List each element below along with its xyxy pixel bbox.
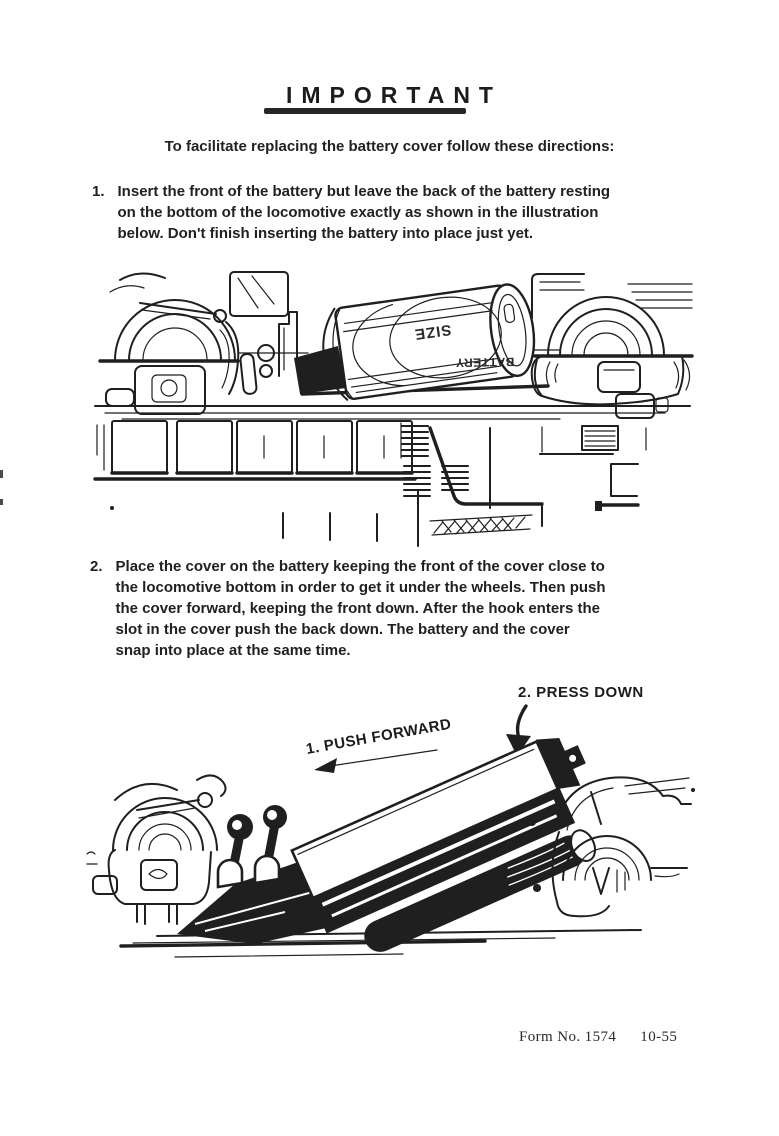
right-truck-drawing-2 (551, 776, 695, 918)
cover-front-ramp-drawing (177, 805, 353, 944)
push-forward-arrowhead-icon (314, 758, 337, 773)
title-underline (264, 108, 466, 114)
rivet-dot (533, 884, 541, 892)
footer: Form No. 1574 10-55 (519, 1029, 677, 1046)
press-down-arrow-icon (515, 704, 528, 740)
figure-cover-placement: 2. PRESS DOWN 1. PUSH FORWARD (86, 684, 695, 958)
step-number-1: 1. (92, 183, 105, 200)
step-text-2: Place the cover on the battery keeping t… (115, 558, 606, 659)
figure-battery-insertion: SIZE BATTERY (93, 271, 694, 547)
press-down-label: 2. PRESS DOWN (518, 684, 644, 701)
date-code: 10-55 (640, 1029, 678, 1045)
page-title: IMPORTANT (285, 82, 502, 108)
battery-bracket-drawing (237, 311, 346, 395)
intro-text: To facilitate replacing the battery cove… (164, 138, 615, 155)
left-truck-drawing-2 (86, 774, 227, 925)
step-item-2: 2. Place the cover on the battery keepin… (90, 556, 730, 661)
motion-lines (119, 929, 642, 958)
battery-drawing: SIZE BATTERY (322, 283, 536, 401)
press-down-annotation: 2. PRESS DOWN (506, 684, 644, 756)
right-truck-drawing (530, 273, 694, 419)
battery-label-size: SIZE (413, 321, 452, 343)
push-forward-arrow-icon (329, 749, 438, 767)
rivet-dot (528, 818, 536, 826)
step-item-1: 1. Insert the front of the battery but l… (92, 181, 732, 244)
scan-artifact (0, 499, 3, 505)
battery-cover-drawing (290, 738, 597, 952)
form-number: Form No. 1574 (519, 1029, 617, 1045)
locomotive-body-side-drawing (93, 405, 691, 547)
step-number-2: 2. (90, 558, 103, 575)
left-truck-drawing (98, 271, 289, 415)
battery-label-battery: BATTERY (455, 355, 514, 370)
press-down-arrowhead-icon (506, 734, 531, 756)
step-text-1: Insert the front of the battery but leav… (117, 183, 611, 242)
push-forward-annotation: 1. PUSH FORWARD (305, 716, 453, 773)
push-forward-label: 1. PUSH FORWARD (305, 716, 453, 758)
scan-artifact (0, 470, 3, 478)
